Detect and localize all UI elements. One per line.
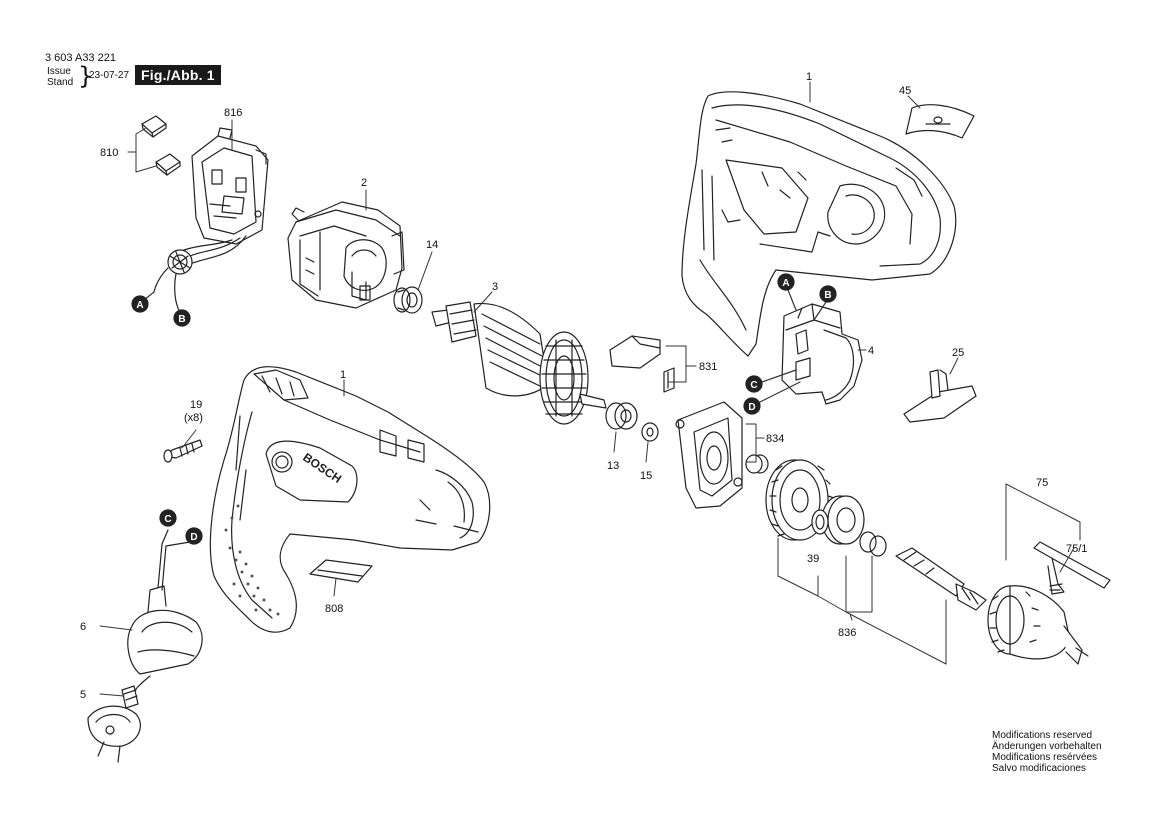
part-label-831: 831 — [699, 361, 717, 373]
svg-text:C: C — [750, 380, 757, 391]
spindle — [895, 547, 987, 611]
svg-text:A: A — [782, 278, 789, 289]
connector-a-switch: A — [777, 273, 797, 311]
part-label-836: 836 — [838, 627, 856, 639]
switch-lever-25 — [903, 369, 977, 423]
plug-5 — [87, 685, 141, 763]
housing-half-inner — [681, 91, 957, 357]
connector-d-cord: D — [185, 527, 203, 545]
armature — [431, 301, 607, 425]
note-line: Änderungen vorbehalten — [992, 741, 1102, 752]
document-header: 3 603 A33 221 Issue Stand } 23-07-27 Fig… — [45, 52, 285, 92]
bearing-13 — [605, 402, 638, 430]
field-stator — [287, 201, 405, 309]
svg-text:C: C — [164, 514, 171, 525]
armature-fan — [539, 331, 589, 425]
label-808 — [309, 559, 373, 583]
part-label-1-main: 1 — [340, 369, 346, 381]
o-rings — [859, 531, 887, 557]
part-label-14: 14 — [426, 239, 438, 251]
carbon-brush-upper — [141, 115, 167, 138]
housing-half-outer: BOSCH — [209, 366, 491, 633]
brush-holder-wires — [153, 235, 247, 309]
issue-date: 23-07-27 — [89, 70, 130, 81]
part-label-834: 834 — [766, 433, 784, 445]
part-label-45: 45 — [899, 85, 911, 97]
figure-label: Fig./Abb. 1 — [135, 65, 221, 85]
chuck-key-75-1 — [1033, 541, 1111, 595]
note-line: Salvo modificaciones — [992, 763, 1086, 774]
bearing-14 — [393, 286, 423, 314]
document-number: 3 603 A33 221 — [45, 52, 116, 64]
issue-label: Issue Stand — [47, 66, 73, 88]
part-label-19-qty: (x8) — [184, 412, 203, 424]
part-label-13: 13 — [607, 460, 619, 472]
part-labels: 816 810 2 14 3 1 45 1 4 25 831 834 19 (x… — [80, 71, 1087, 701]
part-label-25: 25 — [952, 347, 964, 359]
chuck-75 — [987, 585, 1089, 665]
part-label-1-top: 1 — [806, 71, 812, 83]
connector-d-switch: D — [743, 381, 801, 415]
part-label-6: 6 — [80, 621, 86, 633]
connector-b-harness: B — [173, 307, 191, 327]
note-line: Modifications reserved — [992, 730, 1093, 741]
sleeve-bearing — [745, 454, 769, 474]
part-label-808: 808 — [325, 603, 343, 615]
part-label-75-1: 75/1 — [1066, 543, 1087, 555]
connector-a-harness: A — [131, 291, 155, 313]
part-label-19: 19 — [190, 399, 202, 411]
connector-c-cord: C — [159, 509, 177, 527]
issue-label-en: Issue — [47, 66, 71, 77]
issue-label-de: Stand — [47, 77, 74, 88]
part-label-15: 15 — [640, 470, 652, 482]
brush-holder — [191, 127, 269, 245]
switch-4 — [781, 303, 863, 405]
svg-text:B: B — [824, 290, 831, 301]
part-label-4: 4 — [868, 345, 874, 357]
gear — [765, 459, 835, 541]
part-label-5: 5 — [80, 689, 86, 701]
insert-plate-45 — [905, 104, 975, 139]
part-label-75: 75 — [1036, 477, 1048, 489]
brace-icon: } — [78, 62, 94, 90]
svg-text:D: D — [190, 532, 197, 543]
grip-dots — [224, 504, 280, 616]
connector-c-switch: C — [745, 369, 797, 393]
svg-text:D: D — [748, 402, 755, 413]
part-label-810: 810 — [100, 147, 118, 159]
connector-b-switch: B — [813, 285, 837, 321]
switch-slider-831 — [609, 335, 675, 393]
note-line: Modifications resérvées — [992, 752, 1098, 763]
screw-19 — [163, 439, 203, 463]
bearing-large — [821, 495, 865, 545]
modification-notes: Modifications reserved Änderungen vorbeh… — [992, 730, 1102, 774]
carbon-brush-lower — [155, 153, 181, 176]
leader-lines — [99, 81, 1081, 697]
part-label-816: 816 — [224, 107, 242, 119]
fan-guide-834 — [675, 401, 743, 509]
svg-text:B: B — [178, 314, 185, 325]
cable-guard-6 — [127, 585, 203, 675]
part-label-2: 2 — [361, 177, 367, 189]
retaining-ring-39 — [811, 509, 829, 535]
spacer-15 — [641, 422, 659, 442]
part-label-3: 3 — [492, 281, 498, 293]
part-label-39: 39 — [807, 553, 819, 565]
svg-text:A: A — [136, 300, 143, 311]
